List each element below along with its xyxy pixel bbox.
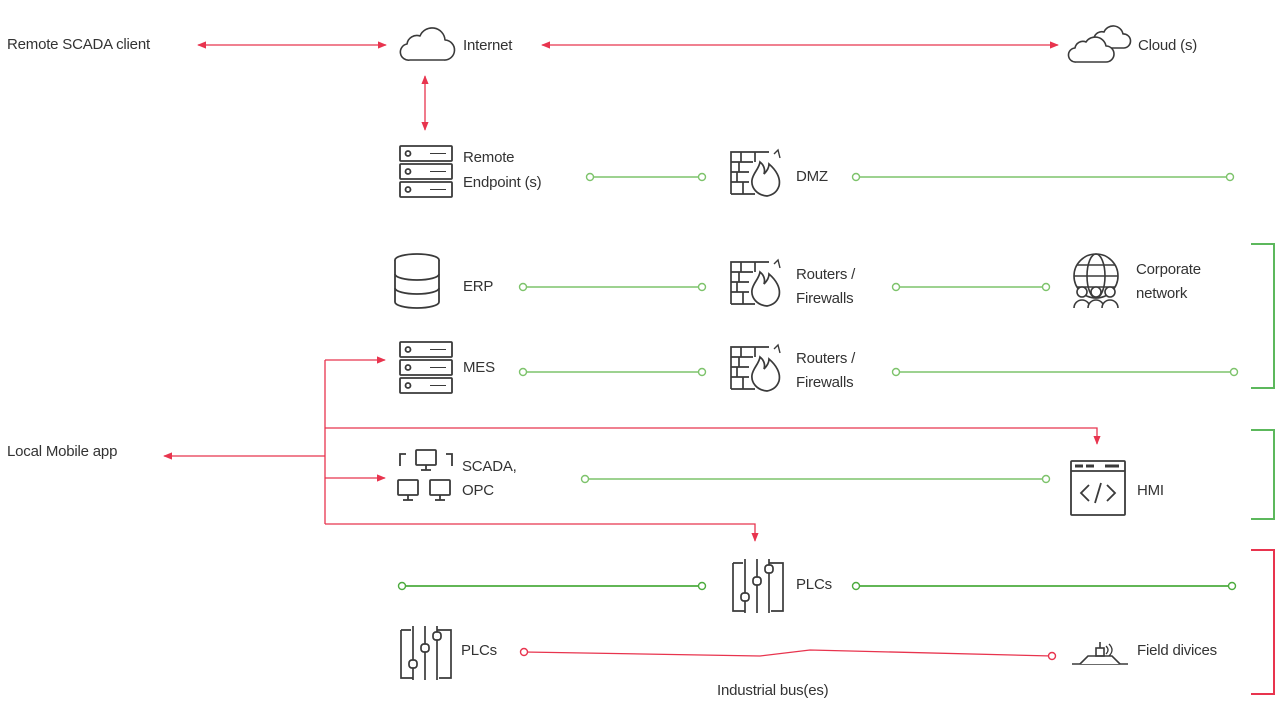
server-icon (398, 144, 454, 200)
mes-label: MES (463, 359, 495, 376)
routers-firewalls-1-line2: Firewalls (796, 290, 854, 307)
scada-opc-line2: OPC (462, 482, 494, 499)
database-icon (392, 252, 442, 310)
industrial-bus-label: Industrial bus(es) (717, 682, 829, 699)
remote-endpoint-label-line2: Endpoint (s) (463, 174, 542, 191)
routers-firewalls-1-line1: Routers / (796, 266, 856, 283)
corporate-network-line1: Corporate (1136, 261, 1201, 278)
internet-label: Internet (463, 37, 513, 54)
dmz-label: DMZ (796, 168, 828, 185)
field-devices-label: Field divices (1137, 642, 1217, 659)
network-connections (523, 176, 1234, 480)
firewall-icon (729, 148, 785, 198)
bracket-operations (1251, 429, 1275, 520)
plc-sliders-icon (399, 624, 453, 682)
server-icon (398, 340, 454, 396)
plcs-lower-label: PLCs (461, 642, 497, 659)
routers-firewalls-2-line1: Routers / (796, 350, 856, 367)
local-mobile-app-label: Local Mobile app (7, 443, 118, 460)
remote-scada-client-label: Remote SCADA client (7, 36, 150, 53)
globe-network-icon (1066, 252, 1126, 310)
link-trunk-hmi (325, 427, 1101, 445)
monitors-icon (396, 448, 456, 504)
scada-opc-line1: SCADA, (462, 458, 517, 475)
erp-label: ERP (463, 278, 494, 295)
plcs-upper-label: PLCs (796, 576, 832, 593)
remote-connections (163, 41, 1101, 657)
code-window-icon (1069, 459, 1127, 517)
corporate-network-line2: network (1136, 285, 1188, 302)
cloud-icon (398, 27, 456, 63)
bracket-enterprise (1251, 243, 1275, 389)
firewall-icon (729, 258, 785, 308)
link-endpoints (397, 172, 1239, 661)
field-device-icon (1070, 640, 1130, 668)
link-industrial-bus (523, 649, 1053, 657)
remote-endpoint-label-line1: Remote (463, 149, 515, 166)
plc-sliders-icon (731, 557, 785, 615)
firewall-icon (729, 343, 785, 393)
link-trunk-plcs (325, 523, 759, 542)
routers-firewalls-2-line2: Firewalls (796, 374, 854, 391)
hmi-label: HMI (1137, 482, 1164, 499)
bracket-field (1251, 549, 1275, 695)
clouds-icon (1067, 24, 1132, 66)
zone-brackets (1251, 243, 1275, 695)
clouds-label: Cloud (s) (1138, 37, 1198, 54)
